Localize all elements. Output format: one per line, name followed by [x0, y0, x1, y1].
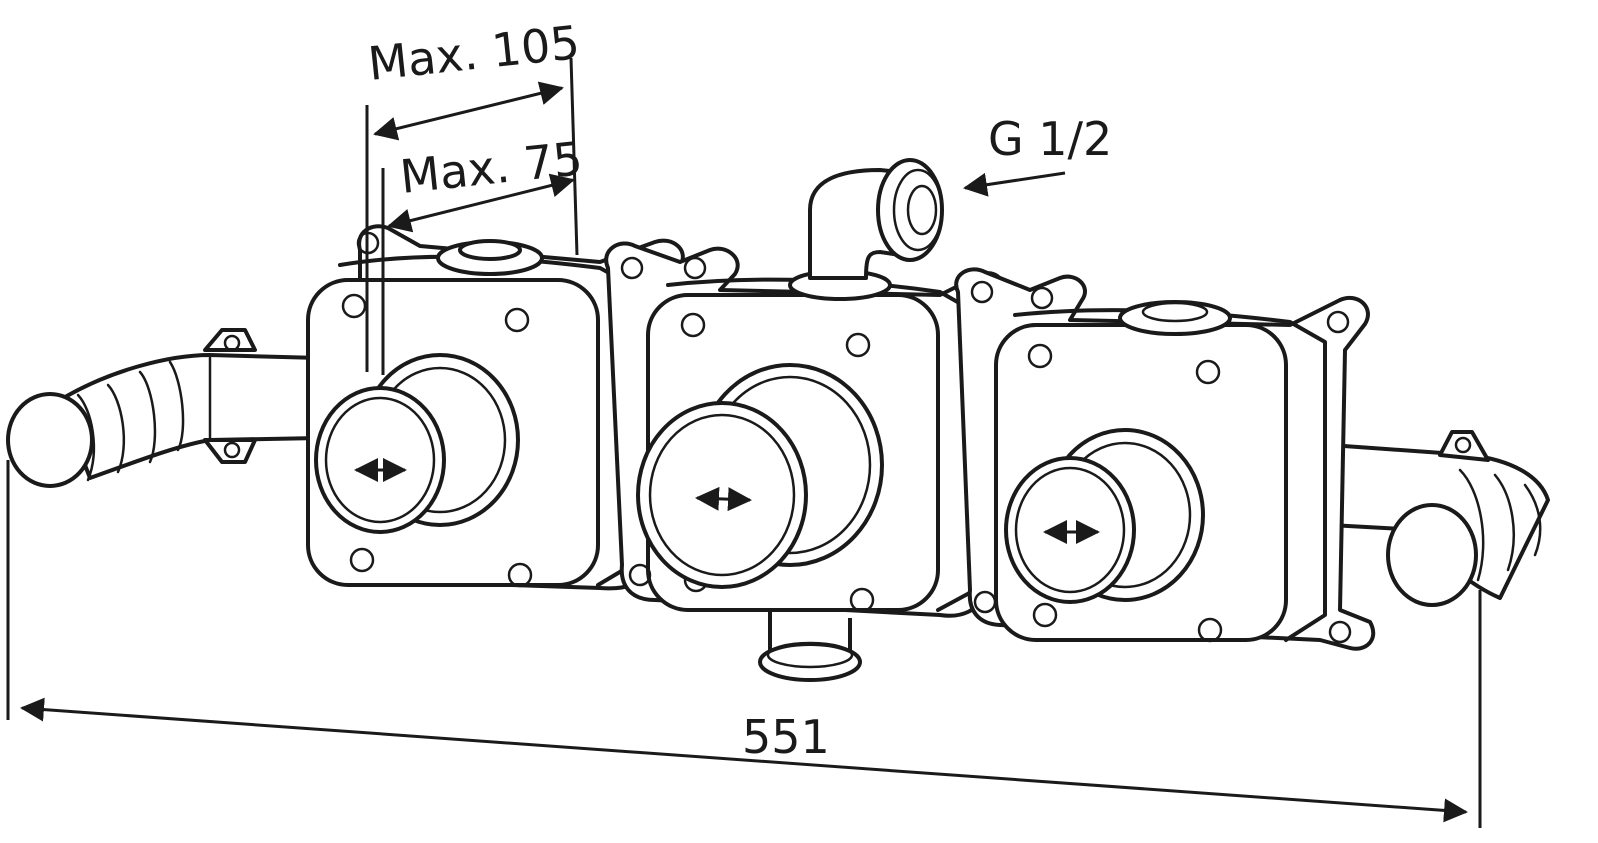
dimension-thread-leader: [963, 171, 1066, 197]
right-outlet-pipe: [1328, 430, 1550, 607]
dimension-overall-width: [6, 460, 1482, 828]
valve-module-middle: [604, 158, 1006, 682]
valve-module-right: [954, 267, 1376, 651]
left-inlet-pipe: [6, 328, 322, 488]
dimension-max-75: [381, 168, 575, 375]
label-overall-width: 551: [742, 710, 830, 764]
dimension-max-105: [365, 57, 579, 372]
double-arrow-icon: [695, 486, 752, 512]
label-max-105: Max. 105: [366, 15, 583, 91]
label-max-75: Max. 75: [398, 131, 586, 204]
label-thread-size: G 1/2: [988, 112, 1112, 166]
